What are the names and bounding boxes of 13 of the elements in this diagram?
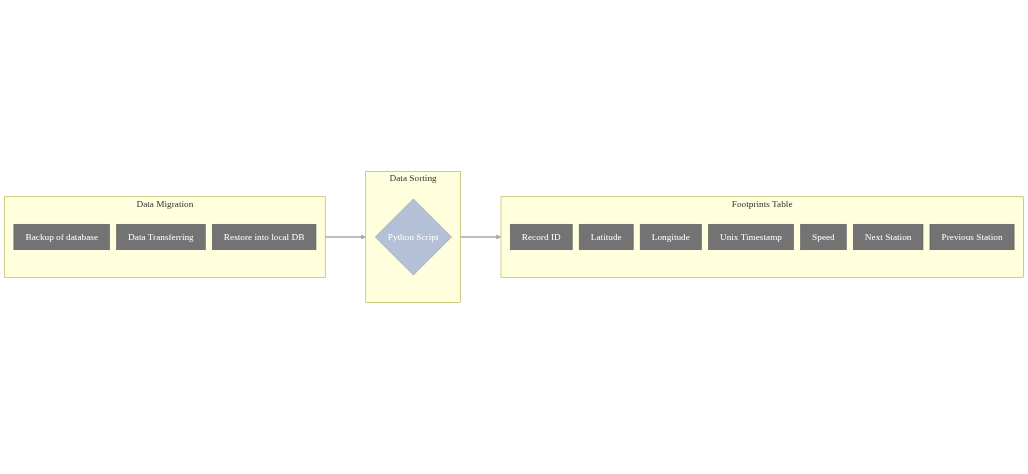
node-box: Data Transferring <box>116 223 206 251</box>
node-box: Restore into local DB <box>211 223 317 251</box>
node-box: Next Station <box>853 223 924 251</box>
node-box: Longitude <box>639 223 702 251</box>
node-box: Unix Timestamp <box>708 223 794 251</box>
arrow <box>324 234 366 240</box>
node-box: Speed <box>800 223 847 251</box>
node-box: Backup of database <box>13 223 110 251</box>
node-box: Latitude <box>578 223 634 251</box>
node-diamond: Python Script <box>375 198 452 276</box>
arrow <box>459 234 502 240</box>
node-box: Previous Station <box>929 223 1015 251</box>
node-box: Record ID <box>509 223 573 251</box>
